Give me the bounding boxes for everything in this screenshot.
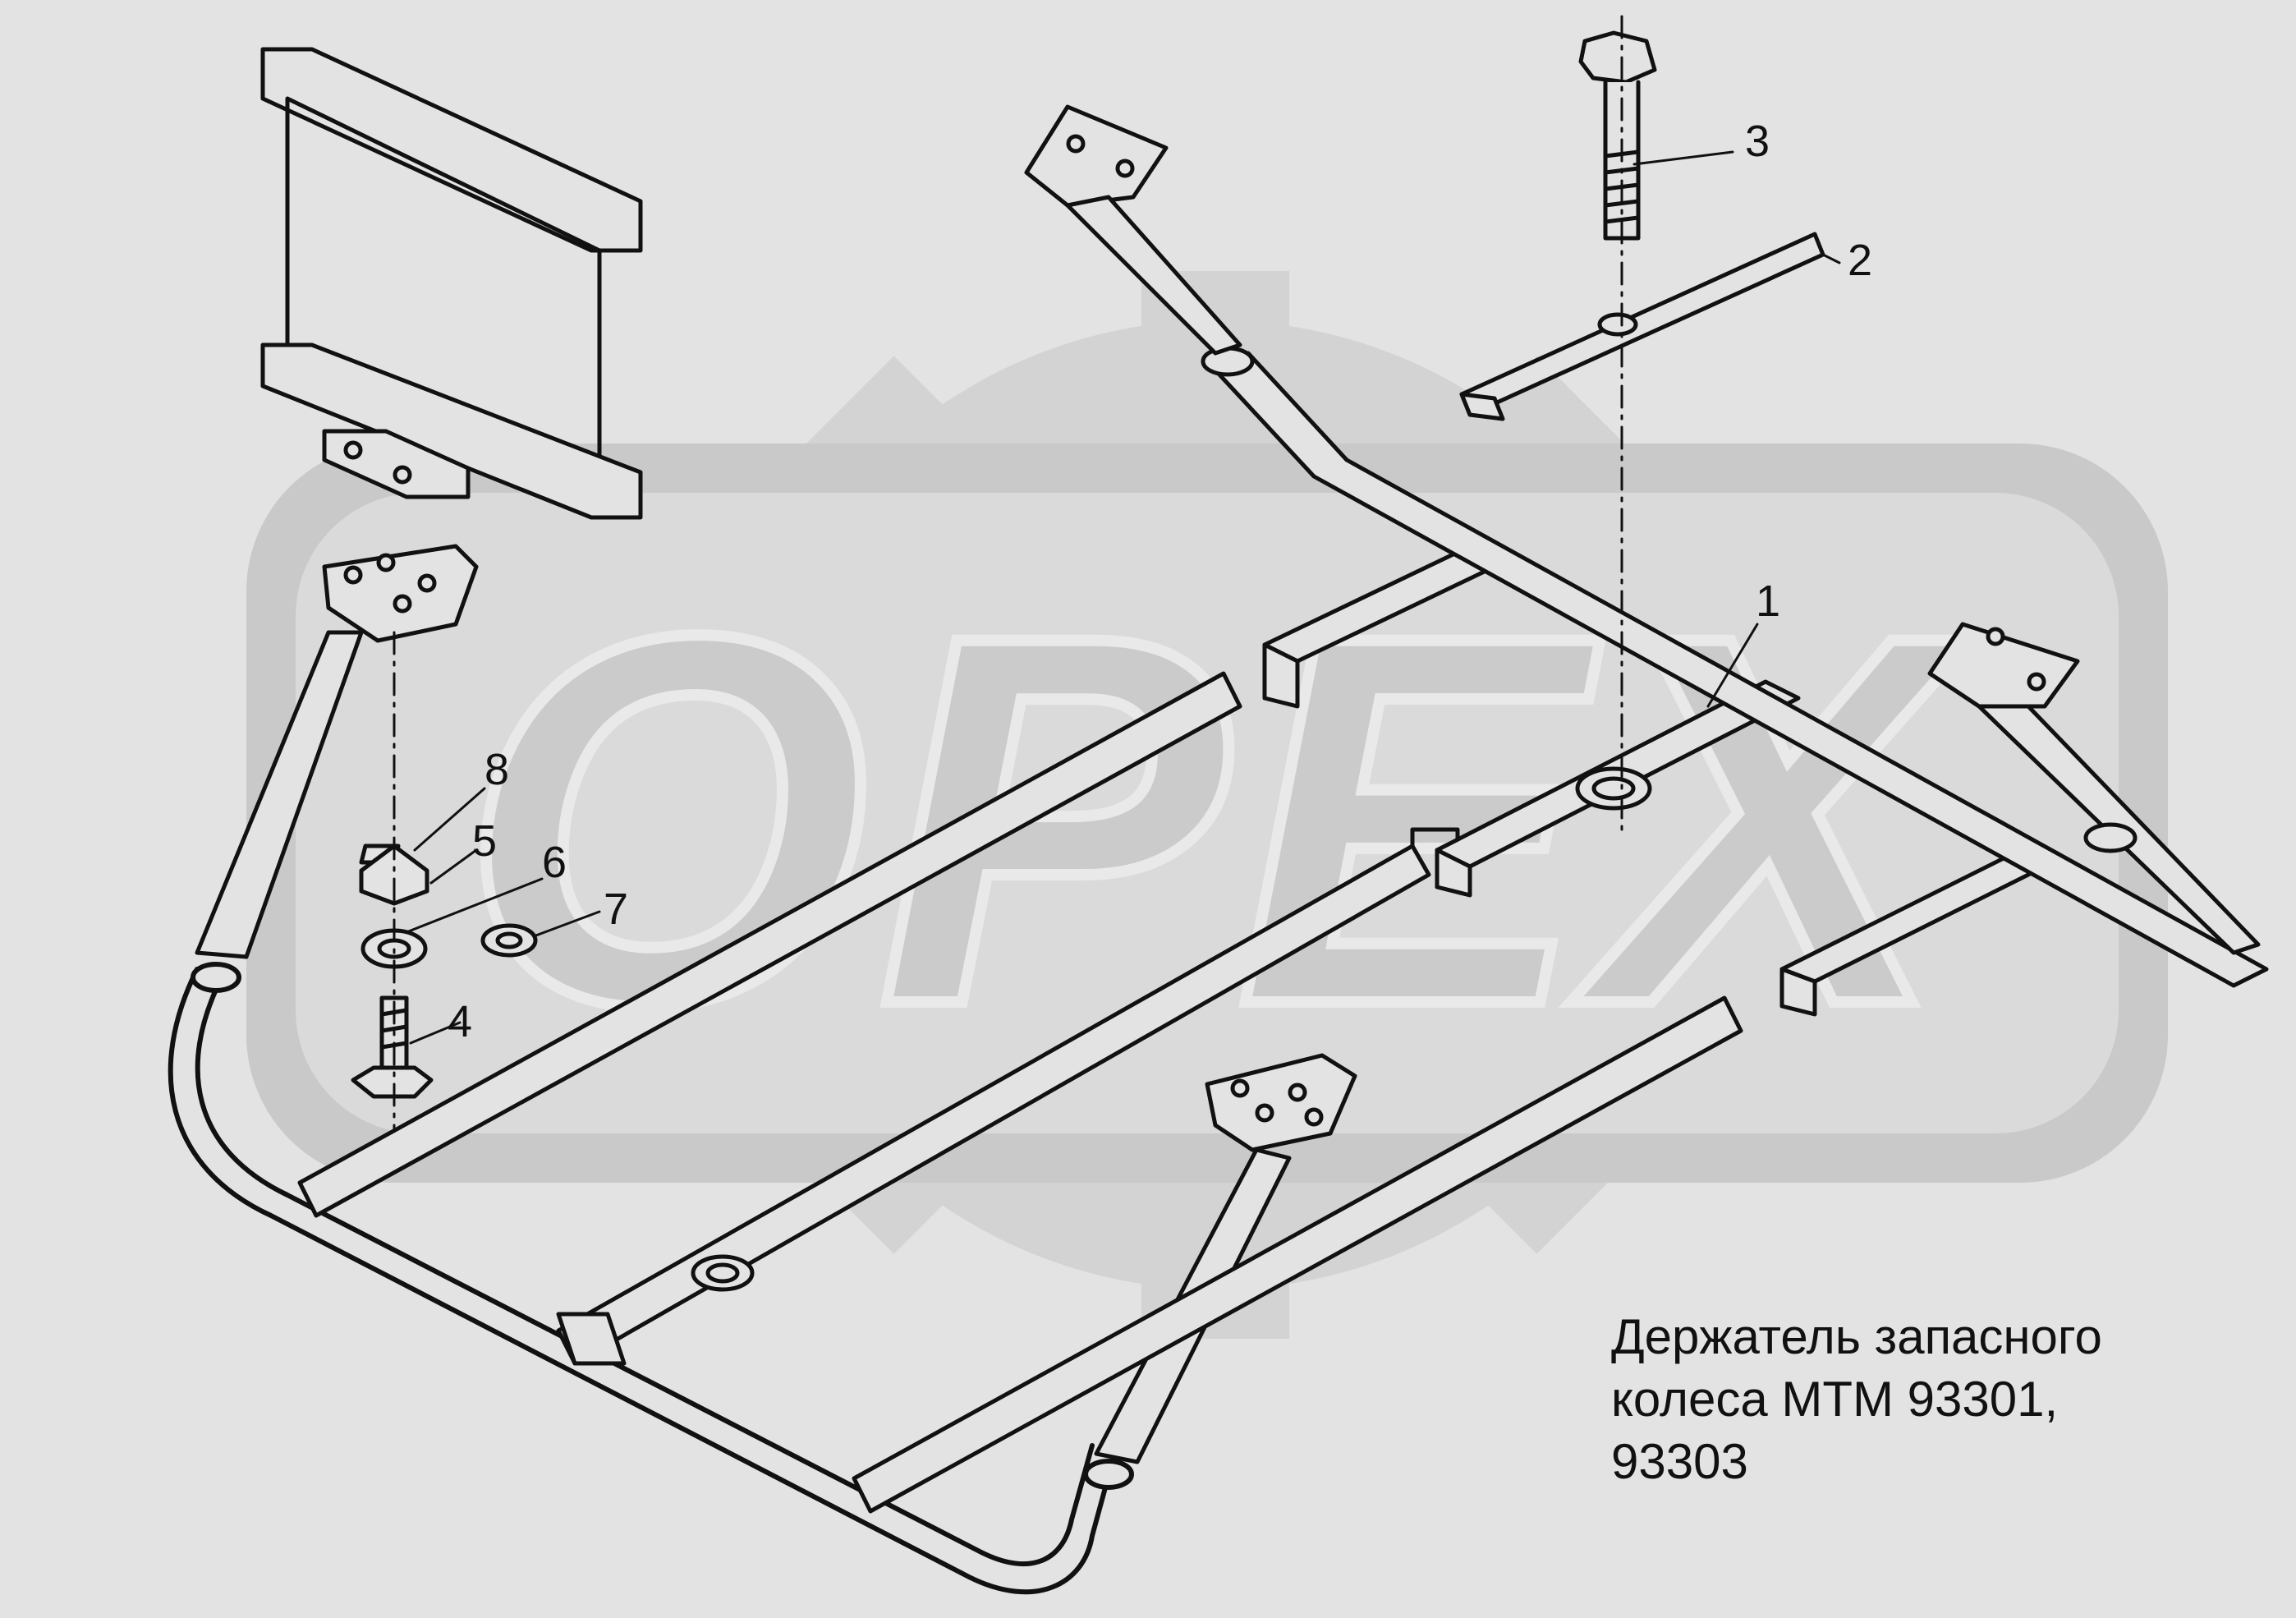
watermark-text: OPEX bbox=[461, 526, 1973, 1114]
frame-i-beam bbox=[260, 47, 643, 520]
callout-4: 4 bbox=[448, 997, 472, 1046]
frame-main-tube bbox=[168, 962, 1134, 1595]
caption-line-1: Держатель запасного bbox=[1611, 1309, 2102, 1364]
cross-members bbox=[556, 548, 2055, 1366]
callout-2: 2 bbox=[1848, 236, 1872, 285]
line-drawing bbox=[168, 15, 2269, 1595]
callout-5: 5 bbox=[472, 816, 497, 866]
caption-line-3: 93303 bbox=[1611, 1434, 1748, 1489]
long-rails bbox=[297, 671, 1743, 1514]
callout-8: 8 bbox=[484, 745, 509, 794]
left-strut bbox=[195, 544, 479, 959]
callout-1: 1 bbox=[1756, 577, 1780, 626]
rear-crossbar bbox=[1024, 104, 2269, 988]
callout-3: 3 bbox=[1745, 117, 1770, 166]
callout-7: 7 bbox=[604, 885, 628, 934]
diagram-caption: Держатель запасного колеса МТМ 93301, 93… bbox=[1611, 1306, 2102, 1493]
part-3-bolt bbox=[1578, 30, 1657, 241]
caption-line-2: колеса МТМ 93301, bbox=[1611, 1372, 2059, 1427]
part-2-plate bbox=[1459, 232, 1825, 421]
callout-labels: 1 2 3 4 5 6 7 8 bbox=[448, 117, 1872, 1046]
callout-6: 6 bbox=[542, 838, 567, 887]
axis-lines bbox=[393, 15, 1623, 1131]
leader-lines bbox=[405, 150, 1841, 1045]
